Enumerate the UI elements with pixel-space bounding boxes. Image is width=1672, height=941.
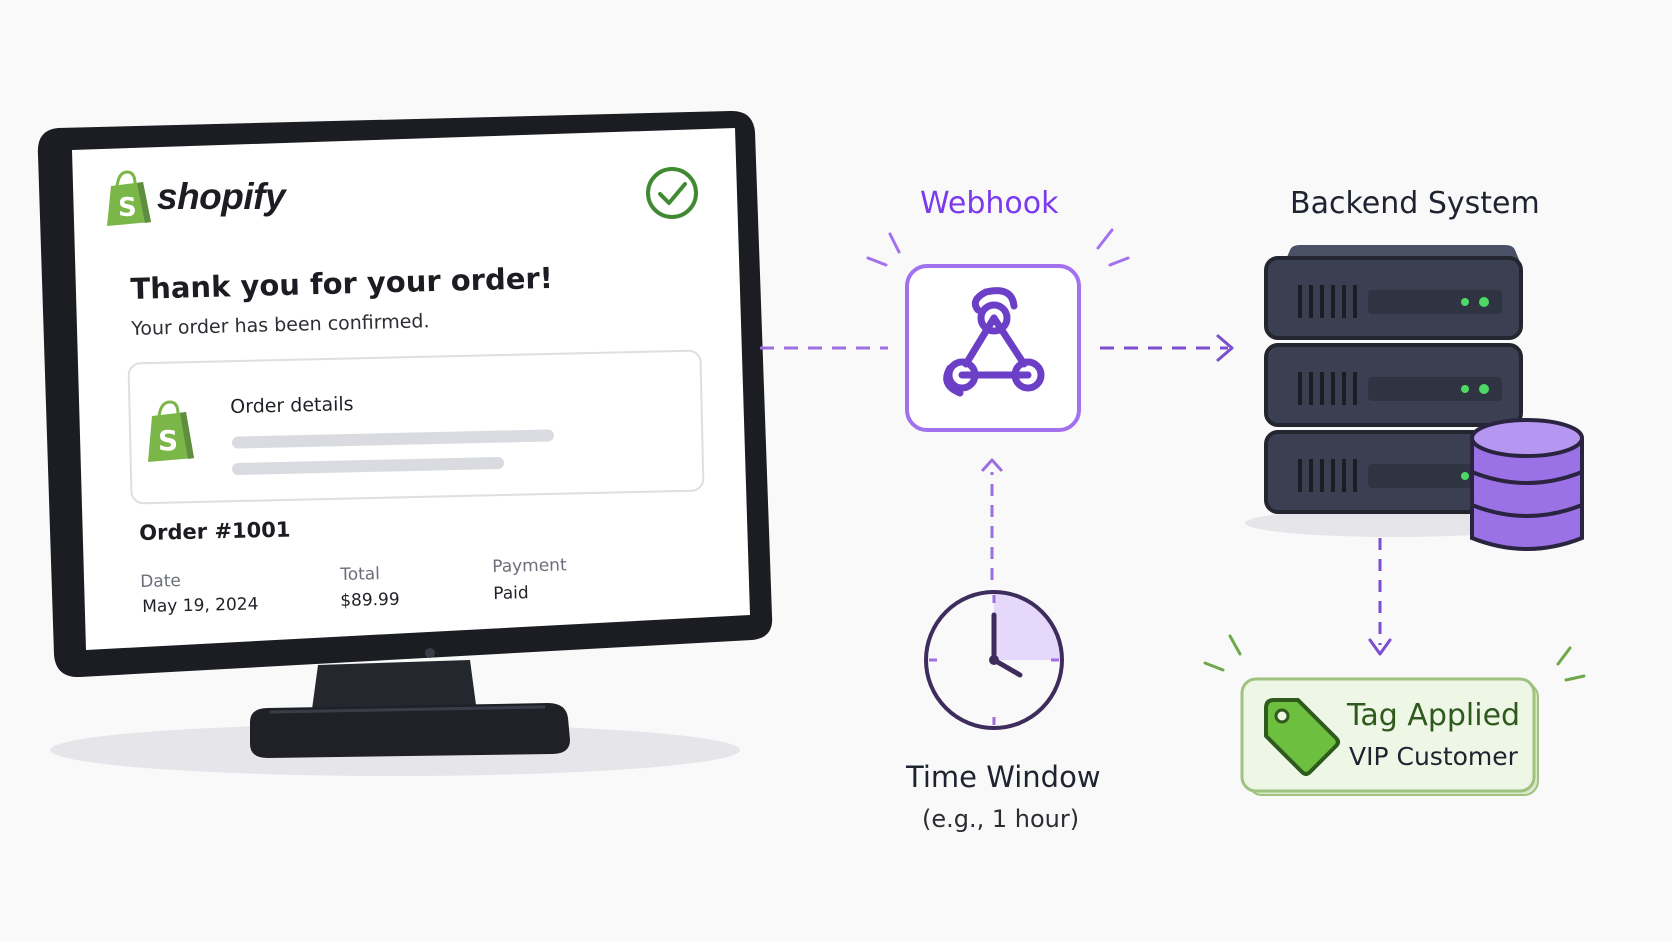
payment-value: Paid xyxy=(493,583,529,604)
webhook-label: Webhook xyxy=(920,186,1059,221)
tag-icon xyxy=(1264,698,1340,776)
backend-label: Backend System xyxy=(1290,186,1540,221)
tag-value: VIP Customer xyxy=(1349,742,1518,771)
total-label: Total xyxy=(340,564,381,585)
placeholder-line xyxy=(232,457,504,475)
order-number: Order #1001 xyxy=(139,517,291,545)
database-icon xyxy=(1470,418,1584,551)
time-window-note: (e.g., 1 hour) xyxy=(922,805,1080,833)
shopify-wordmark: shopify xyxy=(157,176,286,217)
time-window-label: Time Window xyxy=(906,760,1101,794)
svg-text:S: S xyxy=(118,193,137,223)
shopify-bag-icon: S xyxy=(107,170,151,226)
payment-label: Payment xyxy=(492,555,567,577)
connector-backend-tag xyxy=(1368,538,1392,656)
check-circle-icon xyxy=(646,167,698,219)
date-label: Date xyxy=(140,571,182,592)
tag-title: Tag Applied xyxy=(1347,698,1521,733)
connector-clock-webhook xyxy=(981,458,1003,580)
placeholder-line xyxy=(232,429,554,449)
total-value: $89.99 xyxy=(340,589,400,611)
clock-icon xyxy=(924,590,1064,730)
svg-text:S: S xyxy=(158,424,178,457)
date-value: May 19, 2024 xyxy=(142,594,259,617)
shopify-bag-icon: S xyxy=(148,400,194,462)
order-details-title: Order details xyxy=(230,393,354,418)
webhook-icon xyxy=(943,287,1045,397)
order-details-card xyxy=(127,349,705,505)
monitor-stand xyxy=(250,660,570,758)
connector-webhook-backend xyxy=(1100,334,1234,362)
